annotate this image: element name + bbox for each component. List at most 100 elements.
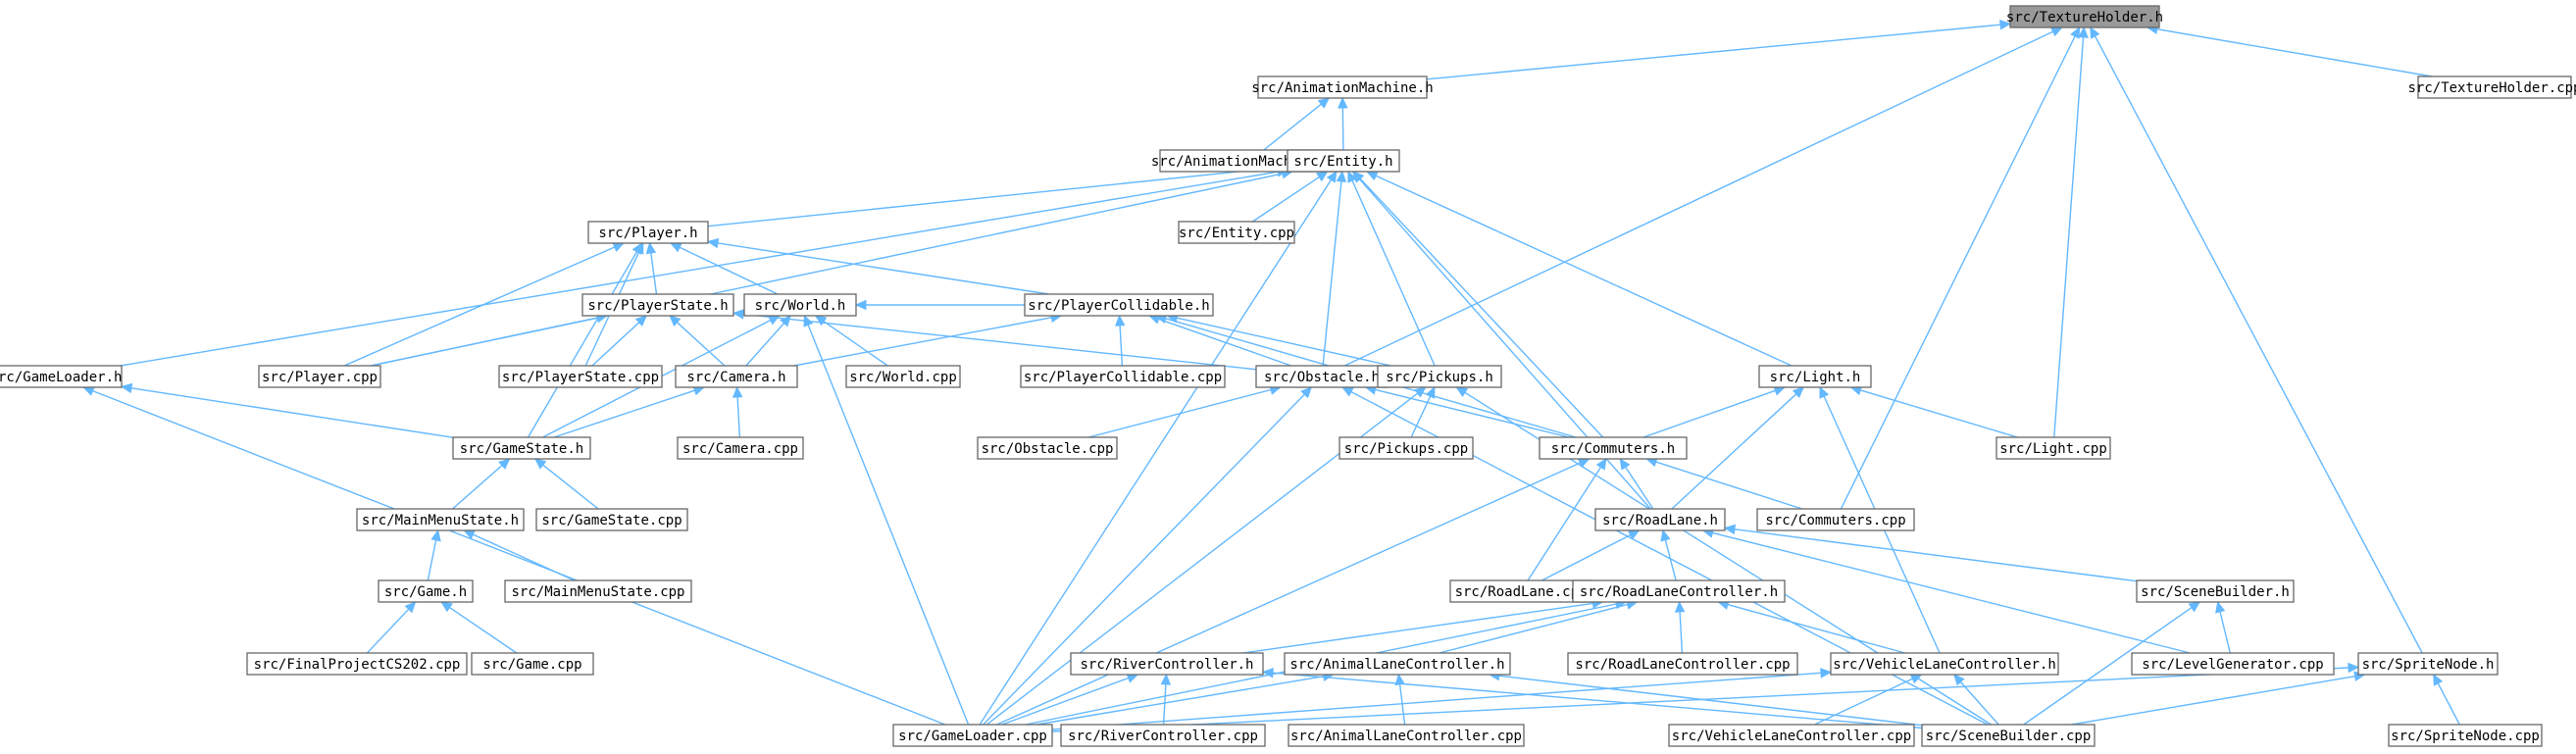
node-box[interactable] xyxy=(498,365,663,388)
node-entity-h[interactable]: src/Entity.h xyxy=(1287,149,1400,173)
node-animation-machine-h[interactable]: src/AnimationMachine.h xyxy=(1251,75,1434,99)
node-vehicle-lane-controller-cpp[interactable]: src/VehicleLaneController.cpp xyxy=(1668,724,1915,747)
node-box[interactable] xyxy=(1339,436,1474,460)
node-box[interactable] xyxy=(845,365,961,388)
node-world-cpp[interactable]: src/World.cpp xyxy=(845,365,961,388)
node-camera-h[interactable]: src/Camera.h xyxy=(675,365,798,388)
node-box[interactable] xyxy=(1284,652,1511,676)
node-road-lane-h[interactable]: src/RoadLane.h xyxy=(1594,508,1726,531)
node-box[interactable] xyxy=(1921,724,2096,747)
node-main-menu-state-cpp[interactable]: src/MainMenuState.cpp xyxy=(504,579,692,603)
node-box[interactable] xyxy=(1668,724,1915,747)
node-texture-holder-h[interactable]: src/TextureHolder.h xyxy=(2006,5,2163,28)
node-box[interactable] xyxy=(0,365,123,388)
node-box[interactable] xyxy=(452,436,591,460)
node-box[interactable] xyxy=(2136,579,2295,603)
node-box[interactable] xyxy=(258,365,381,388)
node-box[interactable] xyxy=(1070,652,1264,676)
node-game-state-cpp[interactable]: src/GameState.cpp xyxy=(535,508,688,531)
node-entity-cpp[interactable]: src/Entity.cpp xyxy=(1178,221,1295,244)
node-box[interactable] xyxy=(675,365,798,388)
edge-line xyxy=(650,252,658,295)
node-box[interactable] xyxy=(504,579,692,603)
node-player-h[interactable]: src/Player.h xyxy=(587,221,709,244)
node-box[interactable] xyxy=(977,436,1118,460)
edge-game_loader_cpp-to-entity_h xyxy=(979,170,1338,726)
node-box[interactable] xyxy=(1287,149,1400,173)
node-box[interactable] xyxy=(535,508,688,531)
edge-line xyxy=(1176,317,1391,367)
node-box[interactable] xyxy=(1830,652,2059,676)
node-game-loader-cpp[interactable]: src/GameLoader.cpp xyxy=(892,724,1053,747)
node-box[interactable] xyxy=(1567,652,1798,676)
node-box[interactable] xyxy=(1594,508,1726,531)
node-commuters-h[interactable]: src/Commuters.h xyxy=(1539,436,1688,460)
node-pickups-h[interactable]: src/Pickups.h xyxy=(1377,365,1502,388)
node-box[interactable] xyxy=(581,293,734,317)
node-obstacle-cpp[interactable]: src/Obstacle.cpp xyxy=(977,436,1118,460)
node-box[interactable] xyxy=(1257,75,1428,99)
node-player-cpp[interactable]: src/Player.cpp xyxy=(258,365,381,388)
node-box[interactable] xyxy=(1572,579,1786,603)
node-world-h[interactable]: src/World.h xyxy=(743,293,857,317)
node-box[interactable] xyxy=(1539,436,1688,460)
node-game-h[interactable]: src/Game.h xyxy=(378,579,474,603)
node-game-state-h[interactable]: src/GameState.h xyxy=(452,436,591,460)
node-box[interactable] xyxy=(246,652,468,676)
node-camera-cpp[interactable]: src/Camera.cpp xyxy=(677,436,804,460)
node-obstacle-h[interactable]: src/Obstacle.h xyxy=(1255,365,1389,388)
edge-line xyxy=(676,322,726,367)
edge-arrowhead xyxy=(1160,673,1172,685)
node-box[interactable] xyxy=(2357,652,2499,676)
node-game-loader-h[interactable]: src/GameLoader.h xyxy=(0,365,123,388)
node-light-h[interactable]: src/Light.h xyxy=(1758,365,1872,388)
node-river-controller-h[interactable]: src/RiverController.h xyxy=(1070,652,1264,676)
node-texture-holder-cpp[interactable]: src/TextureHolder.cpp xyxy=(2407,75,2576,99)
node-box[interactable] xyxy=(892,724,1053,747)
node-box[interactable] xyxy=(1020,365,1226,388)
node-box[interactable] xyxy=(587,221,709,244)
node-sprite-node-cpp[interactable]: src/SpriteNode.cpp xyxy=(2388,724,2543,747)
node-box[interactable] xyxy=(471,652,594,676)
node-road-lane-controller-h[interactable]: src/RoadLaneController.h xyxy=(1572,579,1786,603)
node-main-menu-state-h[interactable]: src/MainMenuState.h xyxy=(356,508,525,531)
node-animal-lane-controller-cpp[interactable]: src/AnimalLaneController.cpp xyxy=(1288,724,1525,747)
node-box[interactable] xyxy=(1288,724,1525,747)
node-road-lane-controller-cpp[interactable]: src/RoadLaneController.cpp xyxy=(1567,652,1798,676)
node-box[interactable] xyxy=(1377,365,1502,388)
node-river-controller-cpp[interactable]: src/RiverController.cpp xyxy=(1060,724,1266,747)
node-pickups-cpp[interactable]: src/Pickups.cpp xyxy=(1339,436,1474,460)
node-label: src/Entity.h xyxy=(1293,154,1392,170)
node-box[interactable] xyxy=(378,579,474,603)
node-box[interactable] xyxy=(1995,436,2111,460)
node-box[interactable] xyxy=(2388,724,2543,747)
node-level-generator-cpp[interactable]: src/LevelGenerator.cpp xyxy=(2131,652,2335,676)
node-scene-builder-cpp[interactable]: src/SceneBuilder.cpp xyxy=(1921,724,2096,747)
node-box[interactable] xyxy=(1178,221,1295,244)
node-player-collidable-h[interactable]: src/PlayerCollidable.h xyxy=(1024,293,1214,317)
node-box[interactable] xyxy=(743,293,857,317)
node-box[interactable] xyxy=(356,508,525,531)
node-vehicle-lane-controller-h[interactable]: src/VehicleLaneController.h xyxy=(1830,652,2059,676)
node-scene-builder-h[interactable]: src/SceneBuilder.h xyxy=(2136,579,2295,603)
node-box[interactable] xyxy=(677,436,804,460)
node-final-project-cpp[interactable]: src/FinalProjectCS202.cpp xyxy=(246,652,468,676)
node-sprite-node-h[interactable]: src/SpriteNode.h xyxy=(2357,652,2499,676)
node-road-lane-cpp[interactable]: src/RoadLane.cpp xyxy=(1449,579,1592,603)
node-box[interactable] xyxy=(2131,652,2335,676)
node-player-state-cpp[interactable]: src/PlayerState.cpp xyxy=(498,365,663,388)
node-box[interactable] xyxy=(1060,724,1266,747)
node-player-state-h[interactable]: src/PlayerState.h xyxy=(581,293,734,317)
node-light-cpp[interactable]: src/Light.cpp xyxy=(1995,436,2111,460)
node-commuters-cpp[interactable]: src/Commuters.cpp xyxy=(1756,508,1915,531)
node-game-cpp[interactable]: src/Game.cpp xyxy=(471,652,594,676)
node-box[interactable] xyxy=(2417,75,2572,99)
node-box[interactable] xyxy=(1024,293,1214,317)
node-animal-lane-controller-h[interactable]: src/AnimalLaneController.h xyxy=(1284,652,1511,676)
node-box[interactable] xyxy=(1756,508,1915,531)
node-box[interactable] xyxy=(1758,365,1872,388)
node-box[interactable] xyxy=(2009,5,2160,28)
node-player-collidable-cpp[interactable]: src/PlayerCollidable.cpp xyxy=(1020,365,1226,388)
edge-line xyxy=(1375,388,1570,438)
edge-line xyxy=(1859,389,2018,438)
